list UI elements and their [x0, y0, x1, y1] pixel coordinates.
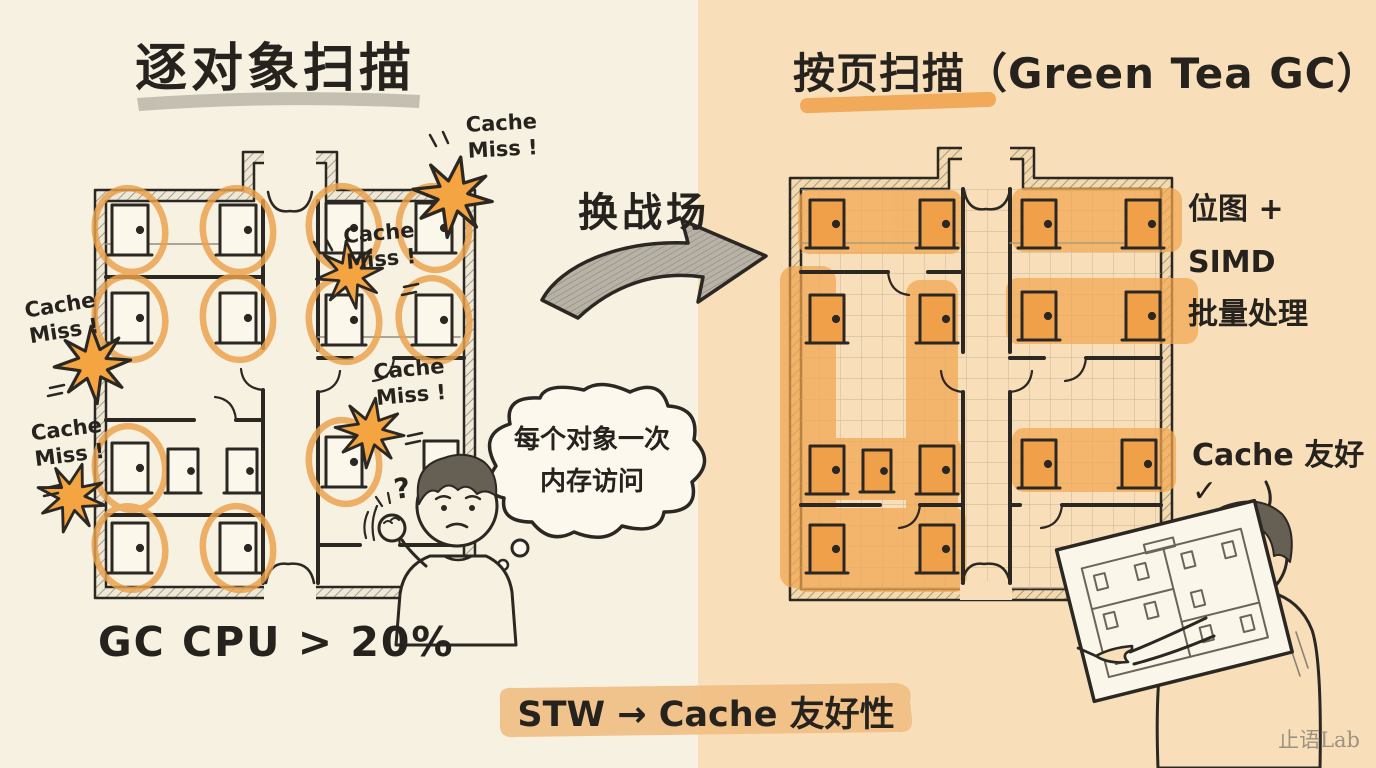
door	[858, 448, 896, 494]
left-panel-title: 逐对象扫描	[135, 39, 416, 99]
door	[804, 523, 850, 575]
door	[214, 203, 262, 257]
door	[1016, 438, 1062, 490]
watermark: 止语Lab	[1278, 728, 1360, 752]
door	[222, 447, 262, 495]
footer-banner: STW → Cache 友好性	[517, 695, 895, 735]
transition-arrow	[540, 218, 768, 320]
right-panel-title: 按页扫描（Green Tea GC）	[793, 49, 1376, 98]
door	[410, 293, 458, 347]
door	[914, 444, 960, 496]
thought-bubble-text: 每个对象一次 内存访问	[513, 425, 670, 497]
door	[914, 523, 960, 575]
happy-person	[1054, 498, 1322, 768]
door	[106, 441, 154, 495]
footer-highlight-band	[499, 683, 913, 738]
door	[804, 198, 850, 250]
gc-cpu-stat: GC CPU > 20%	[98, 618, 455, 666]
door	[804, 444, 850, 496]
door	[163, 447, 203, 495]
cache-miss-bursts	[27, 130, 500, 542]
cache-miss-label: Cache Miss !	[372, 353, 448, 411]
thought-bubble	[486, 382, 707, 572]
cache-miss-label: Cache Miss !	[342, 217, 418, 275]
door	[1116, 438, 1162, 490]
right-title-underline	[800, 91, 996, 114]
door	[214, 521, 262, 575]
door	[914, 198, 960, 250]
door	[106, 203, 154, 257]
door	[106, 291, 154, 345]
door	[1016, 198, 1062, 250]
cache-miss-label: Cache Miss !	[465, 109, 539, 164]
cache-friendly-label: Cache 友好 ✓	[1192, 438, 1365, 509]
door	[320, 201, 368, 255]
right-building-floorplan	[780, 145, 1198, 602]
door	[1016, 290, 1062, 342]
door	[804, 293, 850, 345]
door	[1120, 290, 1166, 342]
door	[320, 293, 368, 347]
transition-label: 换战场	[578, 190, 710, 236]
doors	[804, 198, 1166, 575]
frustrated-person	[363, 453, 518, 647]
door	[914, 293, 960, 345]
left-title-underline	[137, 92, 420, 111]
simd-annotation: 位图 + SIMD 批量处理	[1188, 192, 1308, 332]
door	[214, 291, 262, 345]
door	[106, 521, 154, 575]
door	[1120, 198, 1166, 250]
